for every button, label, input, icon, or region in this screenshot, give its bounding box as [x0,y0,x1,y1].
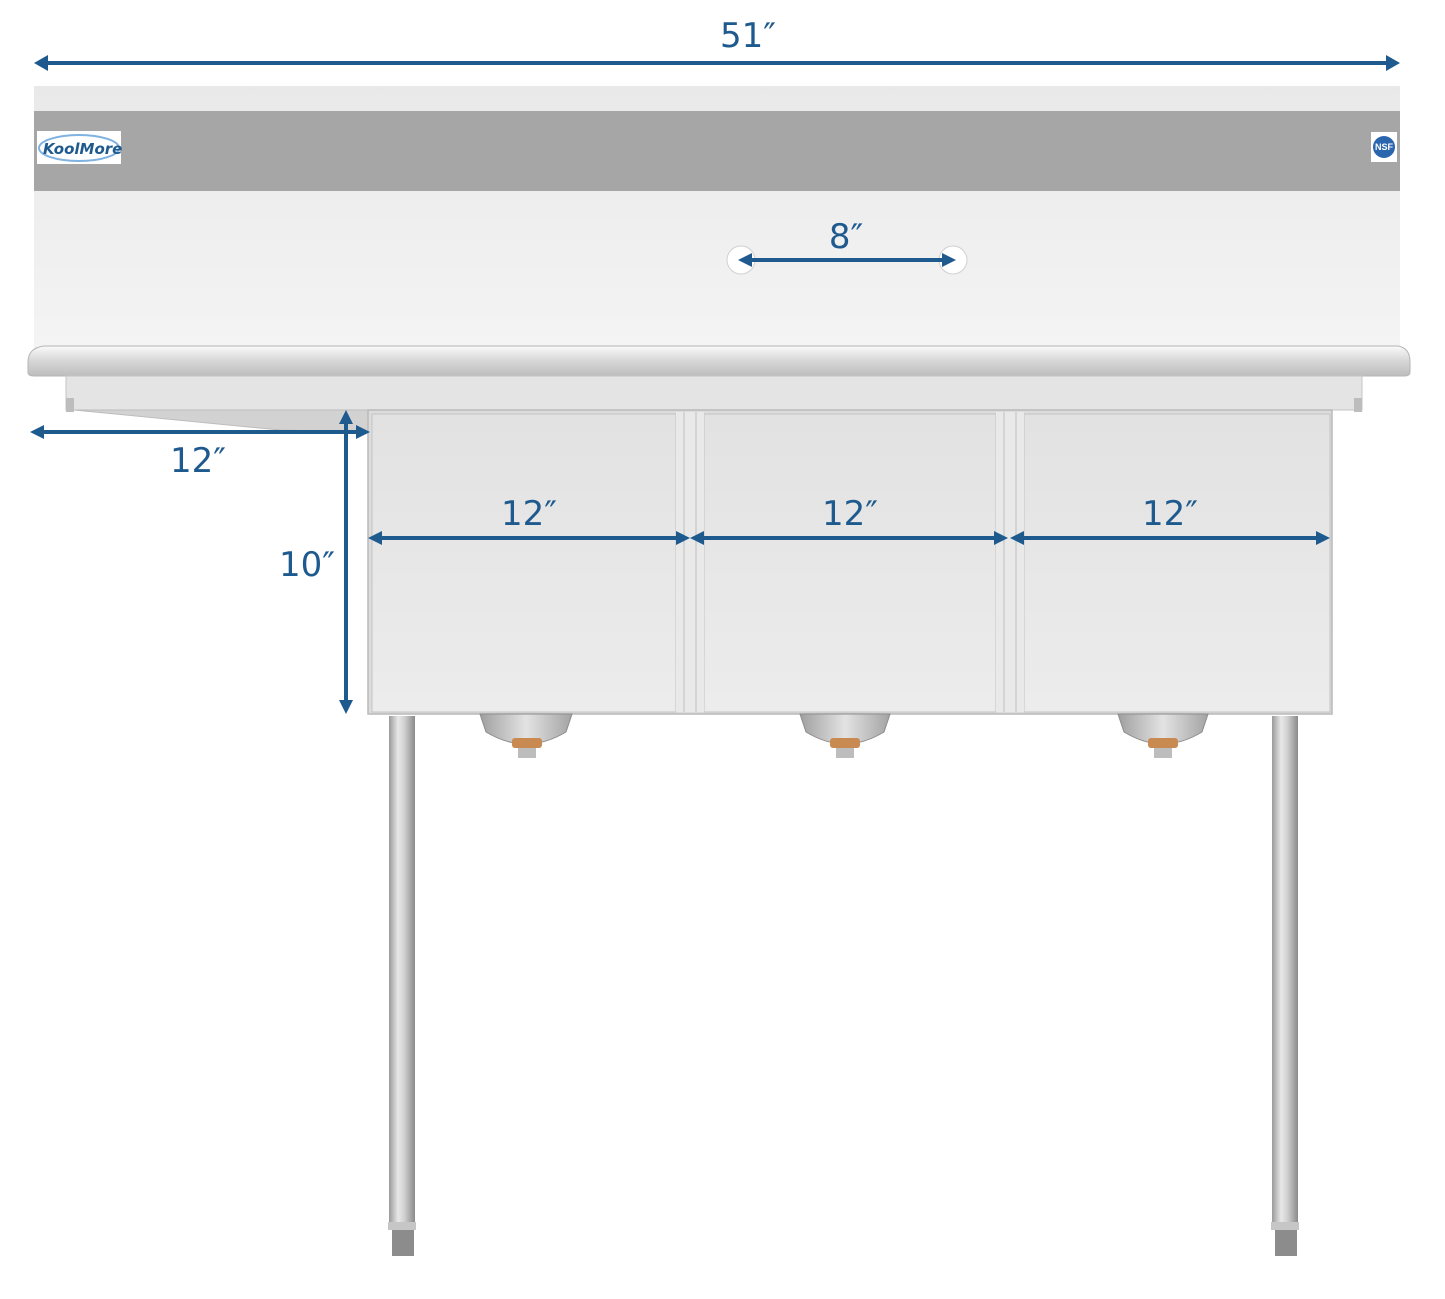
bowl-2-width-label: 12″ [822,494,878,534]
drainboard-underside [73,409,371,433]
bowl-1-width-label: 12″ [501,494,557,534]
logo-text: KoolMore [43,140,122,158]
backsplash-band [34,111,1400,191]
bowl-1-width-line [368,531,690,545]
leg-right [1271,716,1299,1256]
bowl-3 [1023,413,1331,713]
backsplash [34,86,1400,350]
nsf-text: NSF [1375,142,1394,152]
bowl-depth-line [339,410,353,714]
bowl-2 [703,413,997,713]
bowl-1 [371,413,677,713]
nsf-badge: NSF [1371,132,1397,162]
drain-1 [479,713,573,758]
leg-left [388,716,416,1256]
drain-2 [799,713,891,758]
sink-bowls [367,409,1333,715]
drain-3 [1117,713,1209,758]
faucet-spacing-label: 8″ [829,217,863,257]
bowl-2-width-line [690,531,1008,545]
dimension-lines [30,55,1400,714]
drainboard-width-line [30,425,370,439]
drainboard-width-label: 12″ [170,441,226,481]
bowl-depth-label: 10″ [279,545,335,585]
faucet-spacing-line [738,253,956,267]
overall-width-line [34,55,1400,71]
bowl-3-width-label: 12″ [1142,494,1198,534]
overall-width-label: 51″ [720,16,776,56]
koolmore-logo: KoolMore [37,131,122,164]
bowl-3-width-line [1010,531,1330,545]
sink-rim [27,345,1411,412]
